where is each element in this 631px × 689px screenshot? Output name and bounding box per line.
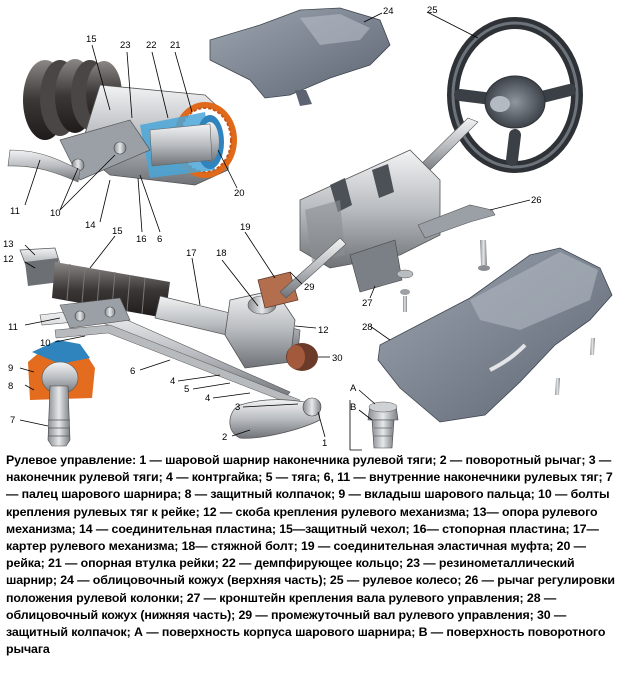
steering-assembly-illustration: 15 23 22 21 20 11 10 14 16 6 15 13 12 17… (3, 5, 613, 451)
callout-3: 3 (235, 402, 240, 413)
callout-14: 14 (85, 220, 96, 231)
steering-column (279, 117, 496, 299)
callout-21: 21 (170, 40, 181, 51)
callout-22: 22 (146, 40, 157, 51)
callout-11-top: 11 (10, 206, 20, 217)
callout-6-top: 6 (157, 234, 162, 245)
callout-18: 18 (216, 248, 227, 259)
ball-joint-cutaway (28, 340, 95, 447)
callout-20: 20 (234, 188, 245, 199)
callout-15-top: 15 (86, 34, 97, 45)
callout-11-mid: 11 (8, 322, 18, 333)
callout-5: 5 (184, 384, 189, 395)
leader-lines (19, 11, 531, 438)
callout-16: 16 (136, 234, 147, 245)
callout-23: 23 (120, 40, 131, 51)
callout-10-mid: 10 (40, 338, 51, 349)
callout-17: 17 (186, 248, 197, 259)
figure-caption: Рулевое управление: 1 — шаровой шарнир н… (6, 453, 615, 657)
lower-cover (377, 247, 613, 423)
callout-27: 27 (362, 298, 373, 309)
upper-cover (209, 7, 391, 106)
cutaway-detail (7, 59, 250, 210)
callout-b: В (350, 402, 356, 413)
ball-joint-detail-ab (349, 400, 399, 451)
steering-arm (229, 397, 322, 439)
callout-12-left: 12 (3, 254, 14, 265)
callout-13: 13 (3, 239, 14, 250)
callout-7: 7 (10, 415, 15, 426)
steering-drawing: 15 23 22 21 20 11 10 14 16 6 15 13 12 17… (3, 5, 613, 451)
callout-26: 26 (531, 195, 542, 206)
callout-30: 30 (332, 353, 343, 364)
callout-15-mid: 15 (112, 226, 123, 237)
steering-wheel (447, 17, 583, 173)
callout-19: 19 (240, 222, 251, 233)
callout-labels: 15 23 22 21 20 11 10 14 16 6 15 13 12 17… (3, 5, 542, 449)
callout-9: 9 (8, 363, 13, 374)
callout-25: 25 (427, 5, 438, 16)
callout-12-right: 12 (318, 325, 329, 336)
callout-29: 29 (304, 282, 315, 293)
callout-10-top: 10 (50, 208, 61, 219)
callout-4-upper: 4 (170, 376, 175, 387)
callout-6-bottom: 6 (130, 366, 135, 377)
callout-8: 8 (8, 381, 13, 392)
callout-1: 1 (322, 438, 327, 449)
callout-a: А (350, 383, 357, 394)
callout-28: 28 (362, 322, 373, 333)
callout-4-lower: 4 (205, 393, 210, 404)
callout-2: 2 (222, 432, 227, 443)
hardware (396, 240, 595, 395)
callout-24: 24 (383, 6, 394, 17)
